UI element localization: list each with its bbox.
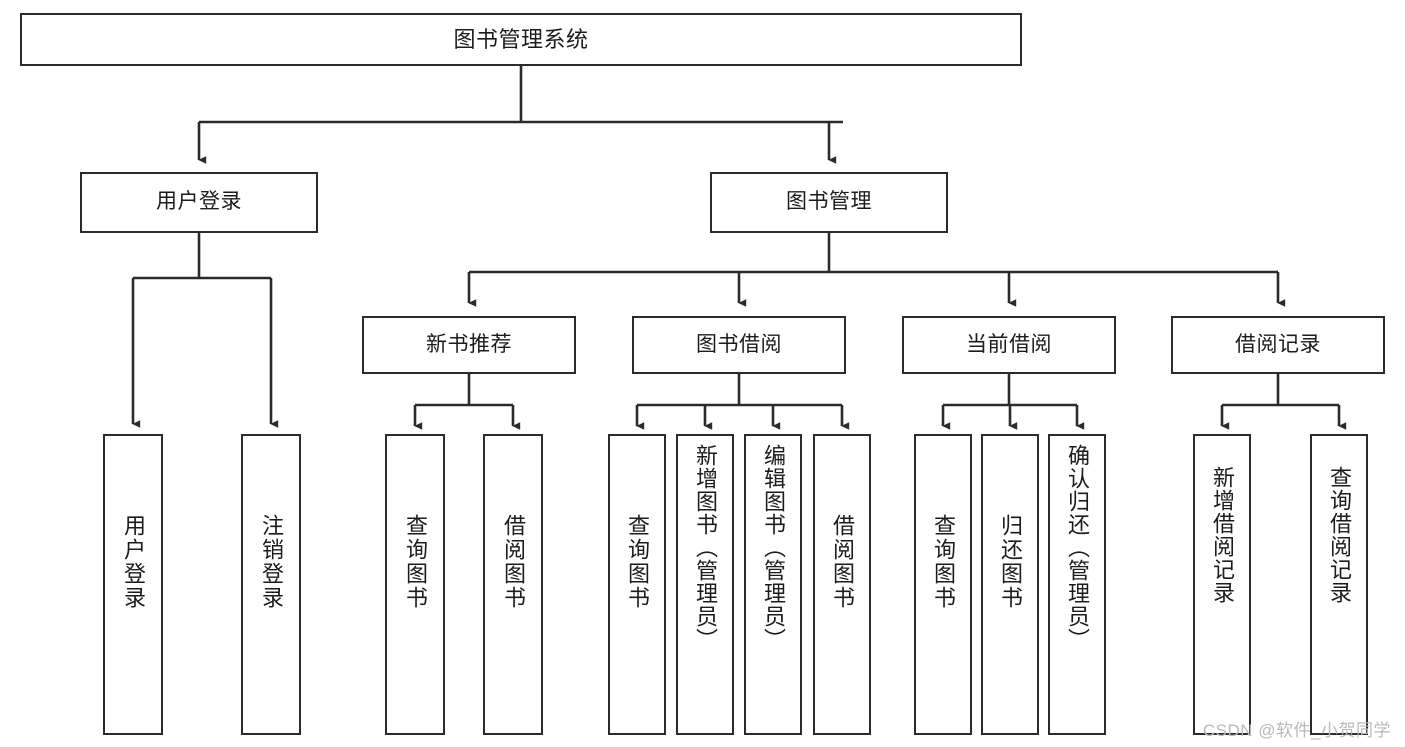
leaf-new-book-query-label: 查询图书 bbox=[403, 514, 428, 610]
leaf-book-borrow-edit-label: 编辑图书（管理员） bbox=[761, 444, 786, 651]
leaf-user-login-logout-label: 注销登录 bbox=[259, 514, 284, 610]
node-root[interactable]: 图书管理系统 bbox=[20, 13, 1022, 66]
leaf-new-book-borrow[interactable]: 借阅图书 bbox=[483, 434, 543, 735]
leaf-user-login-logout[interactable]: 注销登录 bbox=[241, 434, 301, 735]
node-new-book-recommend[interactable]: 新书推荐 bbox=[362, 316, 576, 374]
leaf-current-borrow-confirm[interactable]: 确认归还（管理员） bbox=[1048, 434, 1106, 735]
leaf-book-borrow-borrow-label: 借阅图书 bbox=[830, 514, 855, 610]
node-current-borrow-label: 当前借阅 bbox=[966, 332, 1052, 356]
leaf-book-borrow-query[interactable]: 查询图书 bbox=[608, 434, 666, 735]
leaf-current-borrow-return-label: 归还图书 bbox=[998, 514, 1023, 610]
node-book-management[interactable]: 图书管理 bbox=[710, 172, 948, 233]
leaf-borrow-record-add-label: 新增借阅记录 bbox=[1210, 466, 1235, 604]
node-current-borrow[interactable]: 当前借阅 bbox=[902, 316, 1116, 374]
node-book-management-label: 图书管理 bbox=[786, 190, 872, 214]
node-book-borrow[interactable]: 图书借阅 bbox=[632, 316, 846, 374]
leaf-new-book-query[interactable]: 查询图书 bbox=[385, 434, 445, 735]
node-book-borrow-label: 图书借阅 bbox=[696, 332, 782, 356]
leaf-borrow-record-query[interactable]: 查询借阅记录 bbox=[1310, 434, 1368, 735]
leaf-borrow-record-query-label: 查询借阅记录 bbox=[1327, 466, 1352, 604]
node-borrow-record-label: 借阅记录 bbox=[1235, 332, 1321, 356]
watermark: CSDN @软件_小贺同学 bbox=[1202, 721, 1391, 740]
leaf-user-login-login[interactable]: 用户登录 bbox=[103, 434, 163, 735]
leaf-current-borrow-confirm-label: 确认归还（管理员） bbox=[1065, 444, 1090, 651]
leaf-book-borrow-add-label: 新增图书（管理员） bbox=[693, 444, 718, 651]
leaf-borrow-record-add[interactable]: 新增借阅记录 bbox=[1193, 434, 1251, 735]
node-user-login[interactable]: 用户登录 bbox=[80, 172, 318, 233]
leaf-book-borrow-borrow[interactable]: 借阅图书 bbox=[813, 434, 871, 735]
leaf-current-borrow-query[interactable]: 查询图书 bbox=[914, 434, 972, 735]
node-root-label: 图书管理系统 bbox=[453, 26, 589, 52]
leaf-book-borrow-query-label: 查询图书 bbox=[625, 514, 650, 610]
leaf-book-borrow-add[interactable]: 新增图书（管理员） bbox=[676, 434, 734, 735]
node-borrow-record[interactable]: 借阅记录 bbox=[1171, 316, 1385, 374]
node-new-book-recommend-label: 新书推荐 bbox=[426, 332, 512, 356]
leaf-new-book-borrow-label: 借阅图书 bbox=[501, 514, 526, 610]
leaf-current-borrow-query-label: 查询图书 bbox=[931, 514, 956, 610]
leaf-book-borrow-edit[interactable]: 编辑图书（管理员） bbox=[744, 434, 802, 735]
node-user-login-label: 用户登录 bbox=[156, 190, 242, 214]
leaf-user-login-login-label: 用户登录 bbox=[121, 514, 146, 610]
leaf-current-borrow-return[interactable]: 归还图书 bbox=[981, 434, 1039, 735]
